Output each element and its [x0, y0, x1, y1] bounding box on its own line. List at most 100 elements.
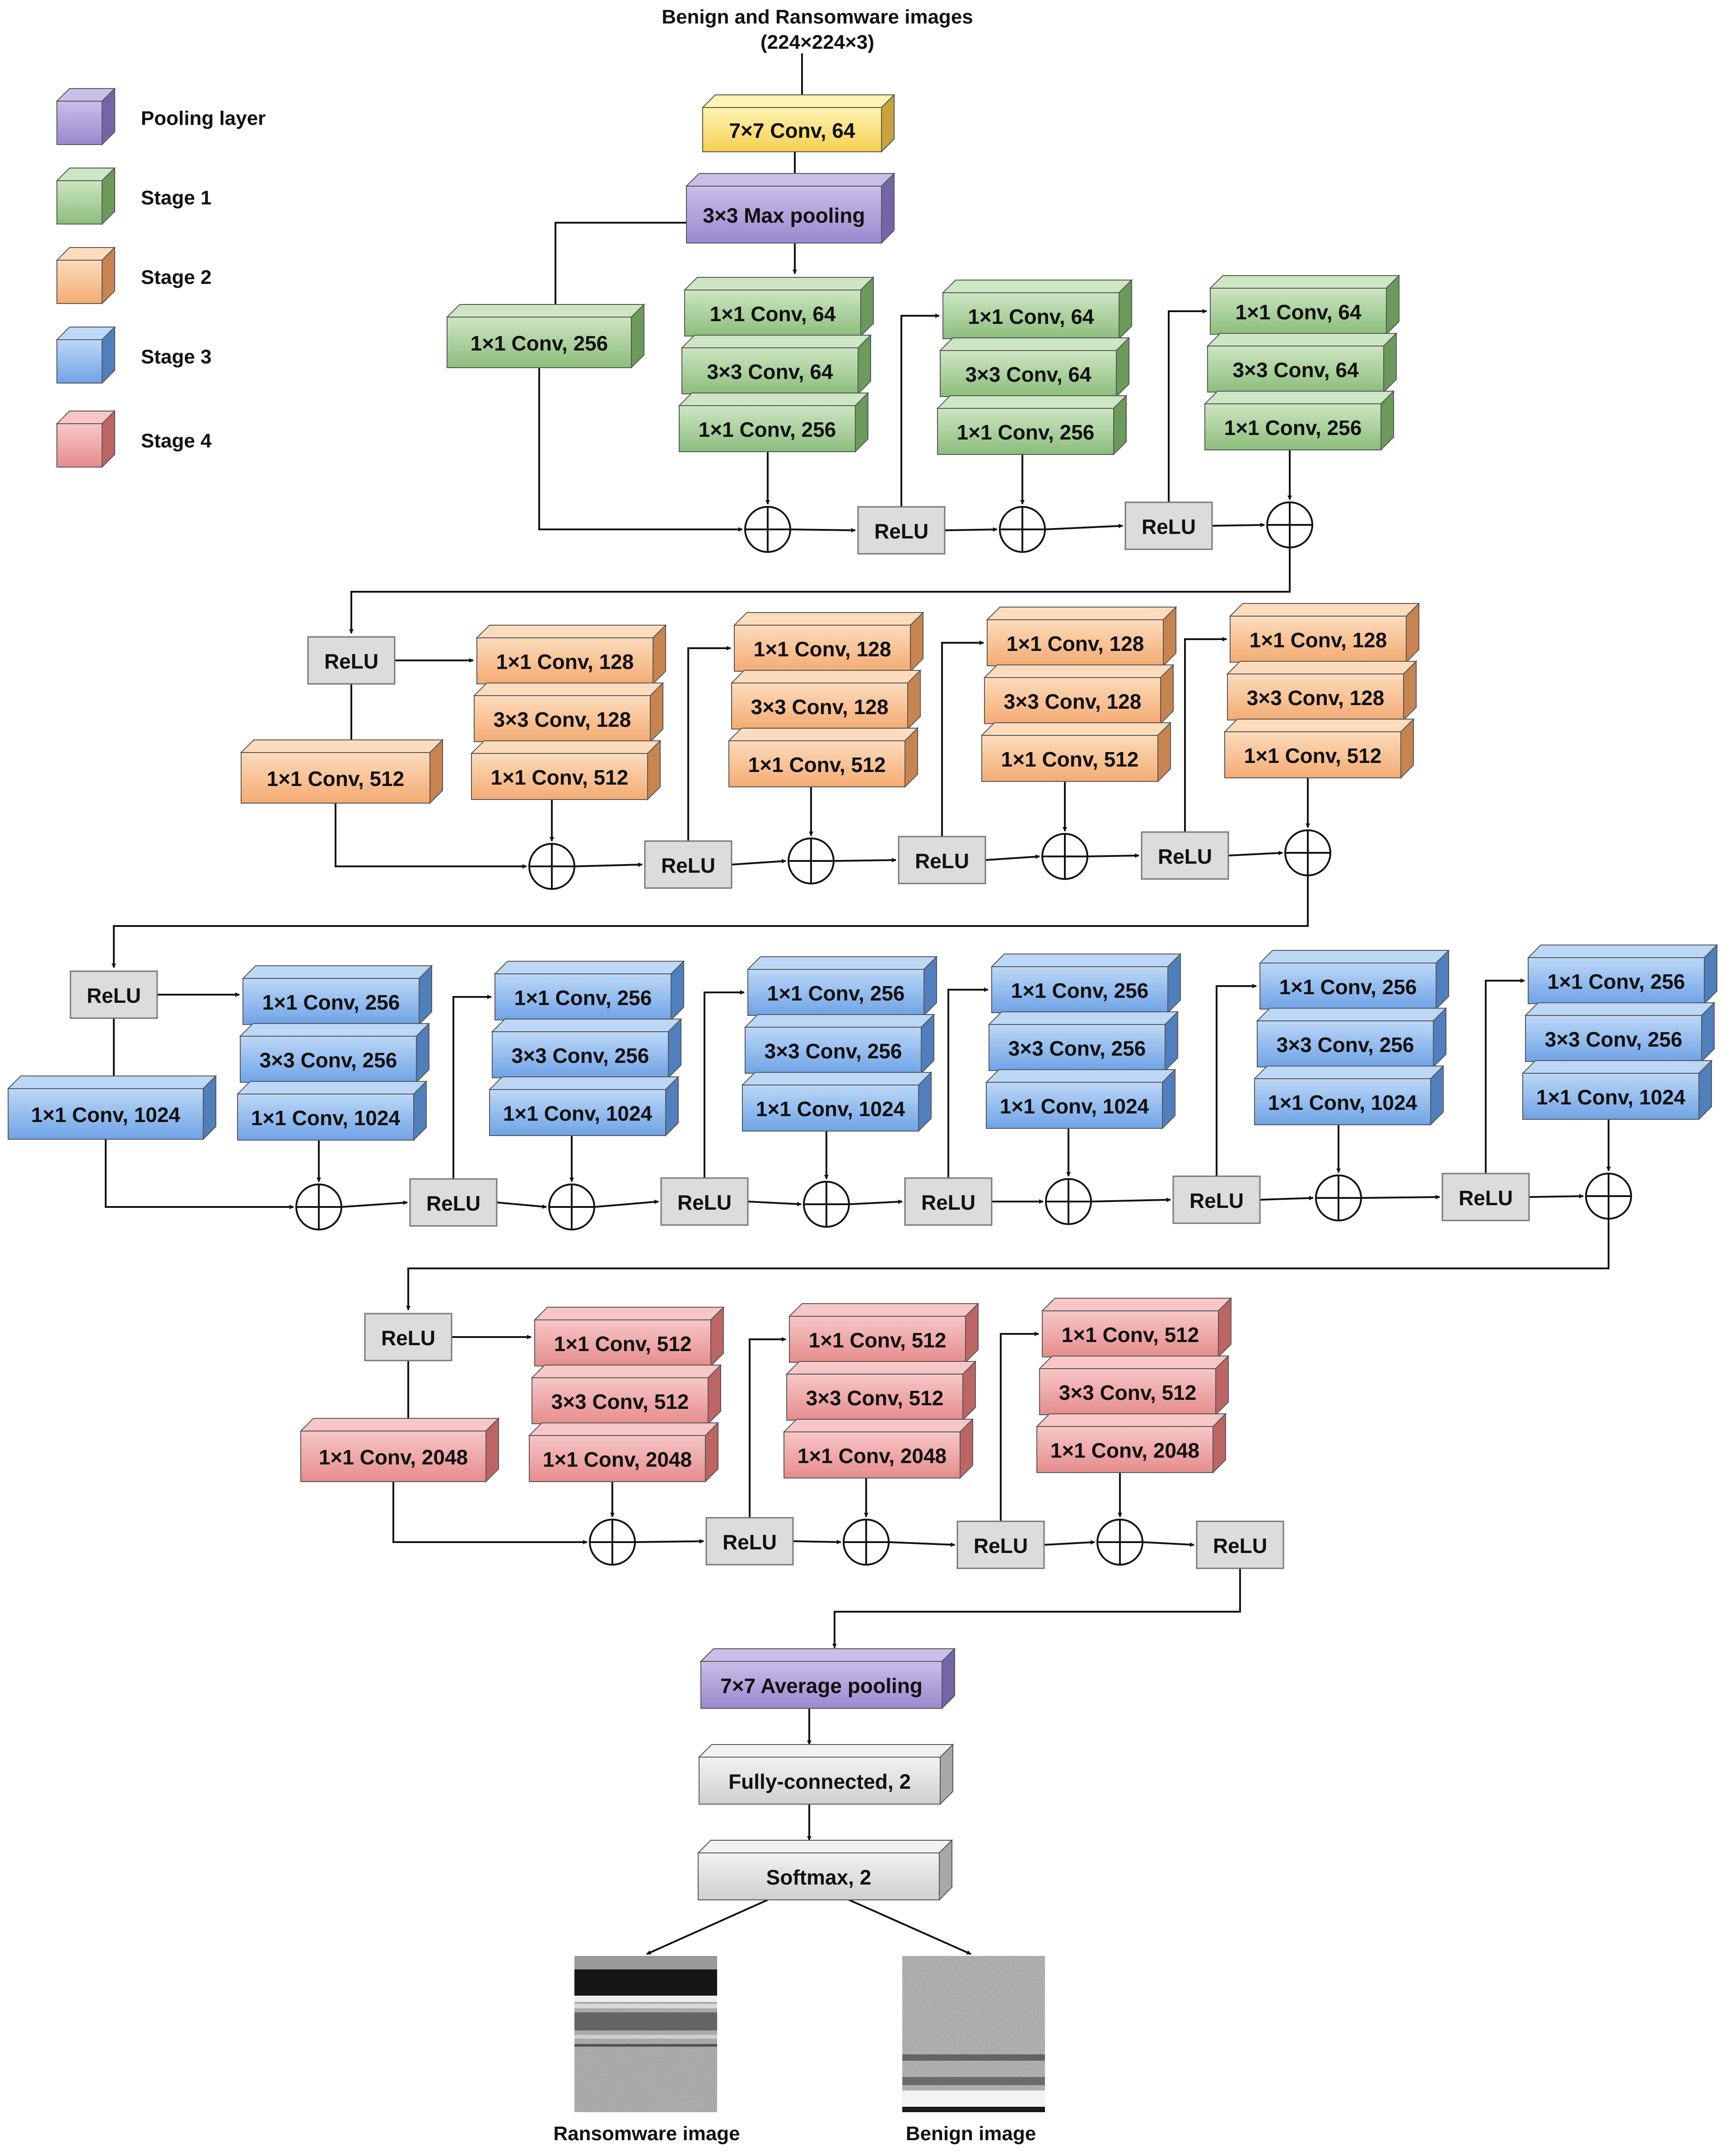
stage3-block-3-layer-1-label: 1×1 Conv, 256 [767, 982, 905, 1005]
avg-pool-label: 7×7 Average pooling [720, 1674, 923, 1698]
stage3-block-5-layer-1: 1×1 Conv, 256 [1259, 949, 1450, 1010]
final-relu: ReLU [1196, 1520, 1284, 1569]
connector-arrow [849, 1199, 903, 1205]
stage2-input-relu: ReLU [307, 636, 396, 685]
legend-label-2: Stage 1 [141, 187, 212, 209]
stage2-relu-1-label: ReLU [661, 854, 715, 877]
stage1-add-2 [999, 506, 1046, 553]
stage2-block-3-layer-1-label: 1×1 Conv, 128 [1007, 632, 1144, 655]
stage3-add-5 [1315, 1174, 1362, 1221]
stage3-relu-2-label: ReLU [677, 1191, 732, 1214]
connector-arrow [947, 987, 989, 1178]
connector-arrow [1216, 984, 1257, 1176]
connector-arrow [1142, 1541, 1194, 1547]
stage4-block-1-layer-1: 1×1 Conv, 512 [533, 1306, 725, 1367]
stage3-block-5-layer-2: 3×3 Conv, 256 [1256, 1007, 1447, 1068]
stage2-add-1 [528, 843, 575, 890]
stage3-block-2-layer-1: 1×1 Conv, 256 [494, 960, 685, 1021]
connector-arrow [1044, 1540, 1095, 1546]
stage2-block-3-layer-1: 1×1 Conv, 128 [986, 606, 1177, 667]
connector-arrow [341, 1200, 408, 1208]
stage2-block-4-layer-2: 3×3 Conv, 128 [1226, 660, 1418, 721]
stage3-block-1-layer-2: 3×3 Conv, 256 [239, 1022, 430, 1084]
stage2-relu-1: ReLU [644, 840, 732, 889]
connector-arrow [349, 547, 1291, 634]
connector-arrow [687, 646, 731, 841]
input-size: (224×224×3) [760, 31, 874, 53]
connector-arrow [793, 1539, 841, 1544]
stage4-block-1-layer-3: 1×1 Conv, 2048 [528, 1422, 719, 1483]
ransomware-image [574, 1956, 717, 2112]
stage2-block-2-layer-2-label: 3×3 Conv, 128 [751, 695, 889, 719]
stage2-shortcut-conv: 1×1 Conv, 512 [240, 739, 444, 804]
stage4-shortcut-conv: 1×1 Conv, 2048 [299, 1417, 500, 1483]
stage4-relu-2-label: ReLU [974, 1534, 1028, 1557]
stage3-block-4-layer-1: 1×1 Conv, 256 [990, 953, 1182, 1014]
stage2-block-3-layer-3: 1×1 Conv, 512 [980, 721, 1172, 783]
stage3-block-1-layer-1-label: 1×1 Conv, 256 [262, 991, 400, 1014]
conv-7x7-label: 7×7 Conv, 64 [729, 119, 855, 142]
input-title: Benign and Ransomware images [662, 6, 973, 28]
connector-arrow [1045, 524, 1123, 530]
stage1-block-3-layer-3-label: 1×1 Conv, 256 [1224, 416, 1362, 440]
stage3-input-relu: ReLU [70, 970, 158, 1019]
stage2-block-3-layer-2: 3×3 Conv, 128 [983, 664, 1175, 725]
stage4-block-2-layer-2-label: 3×3 Conv, 512 [806, 1386, 944, 1410]
stage3-block-2-layer-2-label: 3×3 Conv, 256 [512, 1044, 649, 1067]
connector-arrow [1361, 1195, 1440, 1200]
stage1-shortcut-conv-label: 1×1 Conv, 256 [471, 332, 608, 355]
connections [105, 53, 1611, 1955]
stage1-shortcut-conv: 1×1 Conv, 256 [446, 303, 645, 369]
stage3-add-2 [548, 1183, 595, 1230]
stage2-block-3-layer-2-label: 3×3 Conv, 128 [1004, 690, 1142, 713]
stage2-relu-3-label: ReLU [1158, 845, 1212, 868]
connector-arrow [335, 803, 527, 869]
stage4-input-relu: ReLU [364, 1313, 452, 1361]
connector-arrow [900, 313, 940, 507]
stage2-block-4-layer-3: 1×1 Conv, 512 [1223, 718, 1415, 779]
legend-label-1: Pooling layer [141, 108, 266, 130]
connector-arrow [731, 859, 786, 865]
stage1-block-2-layer-3-label: 1×1 Conv, 256 [957, 421, 1095, 444]
stage3-block-5-layer-2-label: 3×3 Conv, 256 [1277, 1033, 1414, 1057]
stage3-relu-5-label: ReLU [1459, 1186, 1513, 1210]
stage4-block-3-layer-2-label: 3×3 Conv, 512 [1059, 1381, 1197, 1404]
stage2-relu-3: ReLU [1141, 831, 1229, 880]
stage2-block-1-layer-3-label: 1×1 Conv, 512 [491, 766, 629, 789]
stage3-relu-4-label: ReLU [1189, 1189, 1244, 1212]
stage3-add-4 [1045, 1178, 1092, 1225]
stage2-block-1-layer-1: 1×1 Conv, 128 [476, 624, 667, 685]
final-relu-label: ReLU [1213, 1534, 1267, 1557]
connector-arrow [496, 1202, 547, 1209]
stage4-shortcut-conv-label: 1×1 Conv, 2048 [319, 1445, 468, 1469]
connector-arrow [105, 1139, 294, 1209]
stage4-block-1-layer-2-label: 3×3 Conv, 512 [551, 1390, 689, 1413]
stage4-block-2-layer-3-label: 1×1 Conv, 2048 [798, 1444, 947, 1468]
max-pool-label: 3×3 Max pooling [703, 204, 865, 227]
stage1-relu-1-label: ReLU [874, 519, 928, 543]
stage2-block-2-layer-3-label: 1×1 Conv, 512 [748, 753, 886, 776]
connector-arrow [704, 990, 745, 1178]
connector-arrow [1168, 309, 1207, 502]
stage3-block-1-layer-2-label: 3×3 Conv, 256 [260, 1048, 397, 1072]
stage4-relu-2: ReLU [956, 1520, 1045, 1569]
stage2-relu-2-label: ReLU [915, 849, 969, 873]
connector-arrow [941, 641, 984, 837]
stage3-block-4-layer-3-label: 1×1 Conv, 1024 [1000, 1094, 1149, 1118]
stage4-add-1 [589, 1519, 636, 1566]
stage3-shortcut-conv: 1×1 Conv, 1024 [7, 1075, 217, 1141]
stage3-block-4-layer-2-label: 3×3 Conv, 256 [1008, 1037, 1146, 1060]
stage3-block-6-layer-1-label: 1×1 Conv, 256 [1548, 970, 1685, 993]
stage3-block-4-layer-2: 3×3 Conv, 256 [988, 1010, 1179, 1072]
fully-connected: Fully-connected, 2 [698, 1743, 954, 1805]
stage4-block-3-layer-1: 1×1 Conv, 512 [1041, 1297, 1232, 1358]
stage3-relu-3: ReLU [904, 1177, 993, 1226]
stage3-block-6-layer-2: 3×3 Conv, 256 [1524, 1001, 1716, 1063]
stage2-shortcut-conv-label: 1×1 Conv, 512 [267, 767, 405, 790]
connector-arrow [1228, 851, 1283, 856]
legend-swatch-2 [56, 167, 116, 225]
stage2-input-relu-label: ReLU [324, 650, 378, 673]
stage3-add-1 [295, 1183, 342, 1230]
stage4-block-3-layer-3-label: 1×1 Conv, 2048 [1050, 1439, 1199, 1462]
